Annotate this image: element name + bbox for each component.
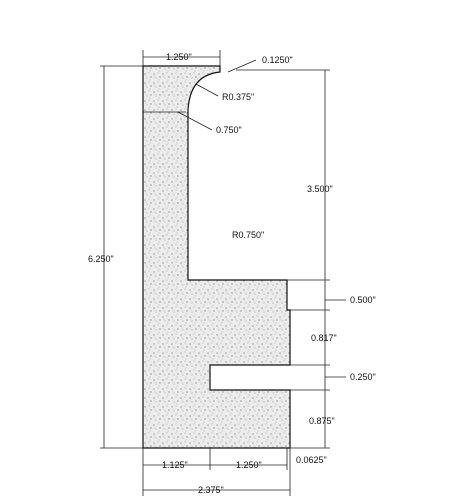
dim-label-upper-height: 3.500" [307, 184, 333, 194]
leader-neck [177, 111, 213, 131]
dim-label-bottom-height: 0.875" [309, 416, 335, 426]
dim-label-total-height: 6.250" [88, 254, 114, 264]
dim-label-mid-height: 0.817" [311, 333, 337, 343]
dim-line-top-gap [227, 59, 257, 73]
dim-label-neck: 0.750" [216, 125, 242, 135]
dim-label-top-width: 1.250" [166, 52, 192, 62]
dim-label-bottom-gap: 0.0625" [296, 455, 327, 465]
dim-label-radius-large: R0.750" [232, 230, 264, 240]
dim-label-bottom-right: 1.250" [236, 460, 262, 470]
dim-label-radius-small: R0.375" [222, 92, 254, 102]
leader-radius-small [195, 83, 219, 97]
dim-label-slot: 0.250" [350, 372, 376, 382]
dim-label-step: 0.500" [350, 295, 376, 305]
profile-shape [142, 65, 291, 449]
dim-label-total-width: 2.375" [198, 485, 224, 495]
dim-label-top-gap: 0.1250" [262, 55, 293, 65]
dim-label-bottom-left: 1.125" [162, 460, 188, 470]
